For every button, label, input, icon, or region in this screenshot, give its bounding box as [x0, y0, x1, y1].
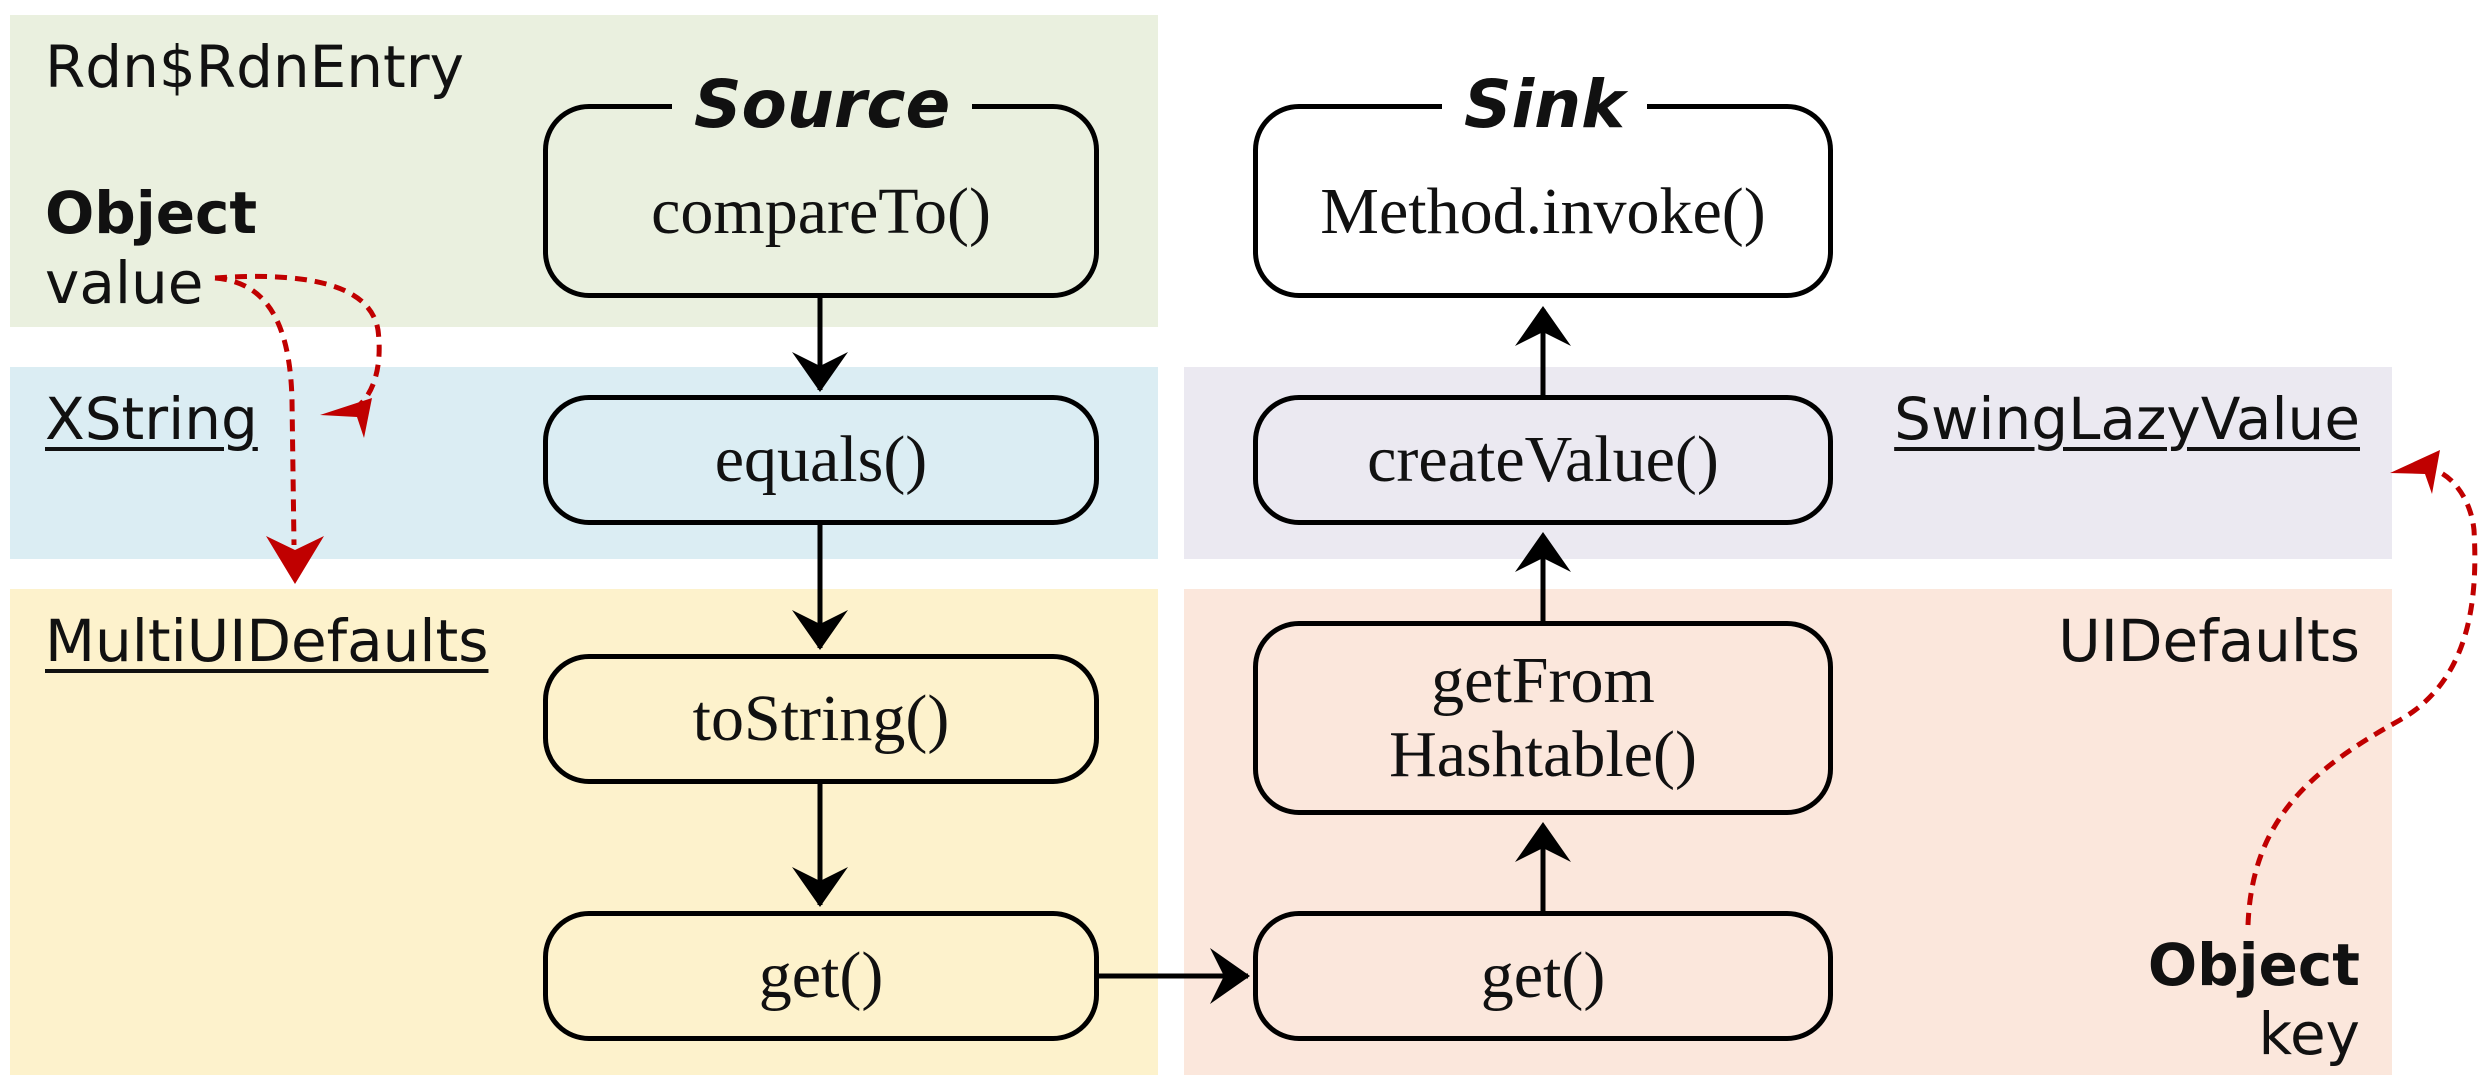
- class-label-rdn-entry: Rdn$RdnEntry: [45, 33, 464, 101]
- arrowhead-createvalue: [1515, 532, 1571, 572]
- class-label-multiuidefaults: MultiUIDefaults: [45, 607, 489, 675]
- dashed-arrowhead-xstring: [320, 398, 372, 438]
- arrowhead-get-right: [1210, 948, 1250, 1004]
- class-label-xstring: XString: [45, 385, 258, 453]
- flow-arrows: [792, 298, 1571, 1004]
- field-type-left: Object: [45, 179, 258, 247]
- node-createvalue: createValue(): [1253, 395, 1833, 525]
- field-name-left: value: [45, 249, 204, 317]
- node-get-right-label: get(): [1480, 939, 1606, 1013]
- field-name-right: key: [2258, 1000, 2360, 1068]
- node-equals-label: equals(): [714, 423, 928, 497]
- node-getfromhashtable-line2: Hashtable(): [1389, 718, 1697, 791]
- arrowhead-equals: [792, 352, 848, 392]
- node-equals: equals(): [543, 395, 1099, 525]
- arrowhead-invoke: [1515, 306, 1571, 346]
- node-method-invoke-label: Method.invoke(): [1320, 175, 1766, 249]
- node-get-left: get(): [543, 911, 1099, 1041]
- field-type-right: Object: [2147, 931, 2360, 999]
- node-tostring-label: toString(): [692, 682, 950, 756]
- dashed-arrow-value-to-xstring: [214, 273, 382, 415]
- node-tostring: toString(): [543, 654, 1099, 784]
- sink-title: Sink: [1442, 72, 1648, 138]
- node-getfromhashtable-line1: getFrom: [1431, 644, 1655, 718]
- arrowhead-tostring: [792, 610, 848, 650]
- arrowhead-get-left: [792, 867, 848, 907]
- source-title: Source: [672, 72, 973, 138]
- class-label-uidefaults: UIDefaults: [2058, 607, 2360, 675]
- node-createvalue-label: createValue(): [1367, 423, 1719, 497]
- dashed-arrow-key-to-swinglazyvalue: [2245, 466, 2478, 926]
- node-get-right: get(): [1253, 911, 1833, 1041]
- field-flow-arrowheads: [266, 398, 2440, 584]
- dashed-arrowhead-multiuidefaults: [266, 536, 324, 584]
- class-label-swinglazyvalue: SwingLazyValue: [1894, 385, 2360, 453]
- dashed-arrowhead-swinglazyvalue: [2390, 450, 2440, 494]
- node-get-left-label: get(): [758, 939, 884, 1013]
- node-compareto-label: compareTo(): [651, 175, 991, 249]
- dashed-arrow-value-to-multiuidefaults: [214, 275, 297, 546]
- arrowhead-getfromhashtable: [1515, 822, 1571, 862]
- node-getfromhashtable: getFrom Hashtable(): [1253, 621, 1833, 815]
- field-flow-arrows: [214, 273, 2478, 926]
